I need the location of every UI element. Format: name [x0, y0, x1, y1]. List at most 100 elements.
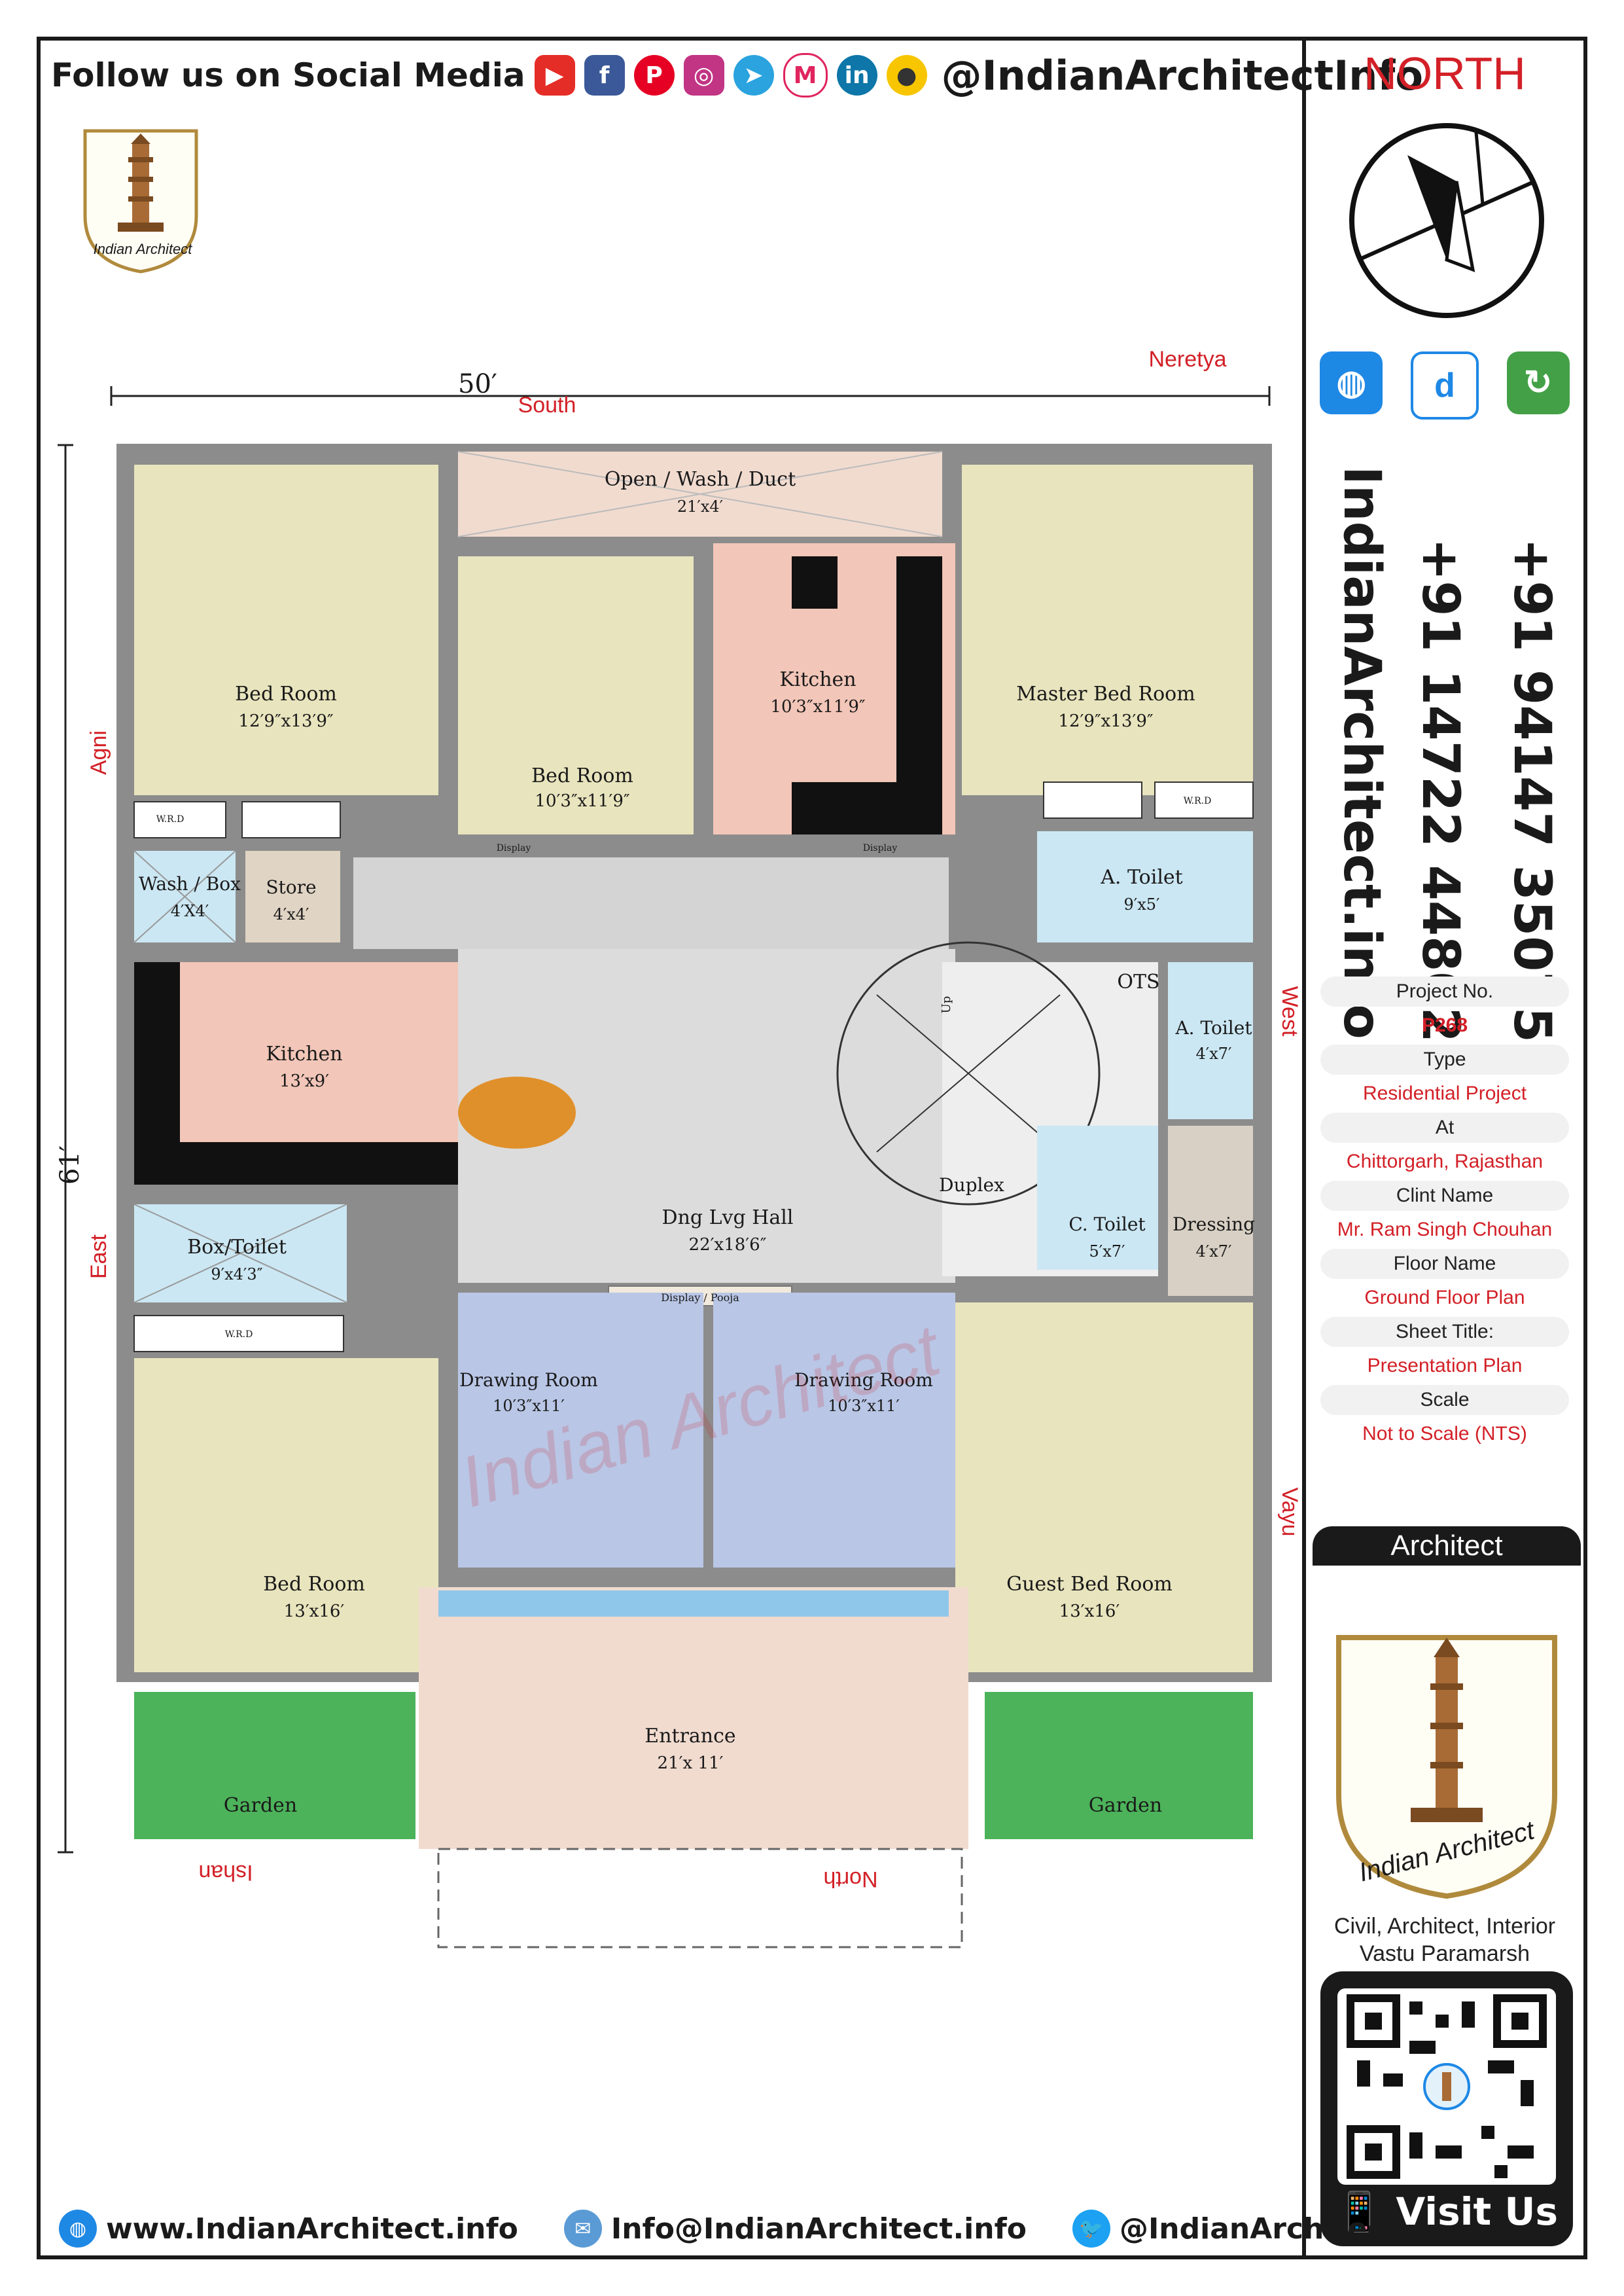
architect-badge [1336, 1635, 1557, 1899]
display-label: Display [863, 843, 898, 853]
room-drawing-left-size: 10′3″x11′ [493, 1397, 565, 1415]
kitchen-left [180, 962, 458, 1142]
footer-website[interactable]: ◍ www.IndianArchitect.info [59, 2210, 518, 2248]
room-bed-mid-size: 10′3″x11′9″ [535, 791, 629, 811]
client-value: Mr. Ram Singh Chouhan [1337, 1219, 1553, 1240]
room-a-toilet-top-size: 9′x5′ [1124, 895, 1160, 914]
room-entrance-name: Entrance [644, 1725, 735, 1748]
floor-plan: 50′ 61′ South Neretya Agni East West Vay… [55, 347, 1302, 1948]
footer-twitter-text: @IndianArchitec3 [1119, 2212, 1405, 2246]
spiral-stair [836, 941, 1101, 1206]
footer-email-text: Info@IndianArchitect.info [610, 2212, 1027, 2246]
instagram-icon[interactable]: ◎ [683, 55, 724, 96]
project-no-label: Project No. [1320, 977, 1569, 1007]
direction-agni: Agni [86, 730, 111, 775]
scale-label: Scale [1320, 1385, 1569, 1415]
room-wash-box-size: 4′X4′ [171, 902, 209, 920]
facebook-icon[interactable]: f [584, 55, 625, 96]
room-master-bed-name: Master Bed Room [1016, 683, 1195, 706]
master-bed-room [962, 465, 1253, 795]
garden-right [985, 1692, 1253, 1839]
koo-icon[interactable]: ● [886, 55, 927, 96]
footer-twitter[interactable]: 🐦 @IndianArchitec3 [1072, 2210, 1404, 2248]
direction-ishan: Ishan [198, 1860, 253, 1885]
room-ots-name: OTS [1117, 971, 1159, 994]
kitchen-counter [792, 556, 838, 609]
phone-2-vertical: +91 14722 44802 [1411, 538, 1470, 1043]
corridor [353, 857, 949, 949]
wrd-label: W.R.D [156, 814, 185, 825]
indian-architect-logo [83, 129, 198, 274]
mail-icon: ✉ [563, 2210, 602, 2248]
footer: ◍ www.IndianArchitect.info ✉ Info@Indian… [59, 2206, 1404, 2251]
qr-code[interactable] [1337, 1988, 1556, 2185]
type-label: Type [1320, 1045, 1569, 1075]
room-dressing-size: 4′x7′ [1196, 1242, 1232, 1261]
footer-website-text: www.IndianArchitect.info [106, 2212, 518, 2246]
floor-label: Floor Name [1320, 1249, 1569, 1279]
bed-room-nw [134, 465, 438, 795]
dining-table [458, 1077, 576, 1149]
tagline-line-1: Civil, Architect, Interior [1333, 1914, 1556, 1939]
direction-east: East [86, 1234, 111, 1279]
direction-neretya: Neretya [1148, 347, 1226, 372]
room-entrance-size: 21′x 11′ [658, 1753, 724, 1773]
footer-email[interactable]: ✉ Info@IndianArchitect.info [563, 2210, 1027, 2248]
room-box-toilet-name: Box/Toilet [187, 1236, 287, 1259]
follow-text: Follow us on Social Media [51, 56, 525, 94]
qr-code-card[interactable]: 📱 Visit Us [1320, 1971, 1573, 2246]
room-bed-nw-name: Bed Room [235, 683, 337, 706]
type-value: Residential Project [1362, 1083, 1527, 1104]
room-c-toilet-size: 5′x7′ [1089, 1242, 1125, 1261]
youtube-icon[interactable]: ▶ [534, 55, 575, 96]
reverse-app-icon[interactable]: ↻ [1506, 351, 1570, 414]
room-drawing-left-name: Drawing Room [459, 1369, 598, 1391]
at-label: At [1320, 1113, 1569, 1143]
dailyhunt-icon[interactable]: d [1410, 351, 1479, 420]
globe-icon: ◍ [59, 2210, 97, 2248]
room-a-toilet-right-size: 4′x7′ [1196, 1045, 1232, 1063]
room-drawing-right-name: Drawing Room [794, 1369, 933, 1391]
social-handle: @IndianArchitectInfo [941, 51, 1423, 99]
room-guest-bed-size: 13′x16′ [1059, 1602, 1120, 1621]
guest-bed-room [955, 1302, 1253, 1672]
pinterest-icon[interactable]: P [633, 55, 675, 96]
porch-outline [437, 1848, 963, 1948]
direction-south: South [518, 393, 576, 418]
room-guest-bed-name: Guest Bed Room [1006, 1573, 1173, 1596]
room-garden-left-name: Garden [224, 1794, 297, 1817]
room-open-wash-size: 21′x4′ [677, 497, 723, 516]
bed-room-mid [458, 556, 694, 834]
dressing [1168, 1126, 1253, 1296]
room-dng-lvg-size: 22′x18′6″ [689, 1235, 767, 1255]
architect-title: Architect [1313, 1526, 1581, 1566]
scale-value: Not to Scale (NTS) [1362, 1423, 1527, 1444]
display-pooja-label: Display / Pooja [661, 1291, 739, 1304]
entrance [419, 1587, 968, 1849]
room-bed-mid-name: Bed Room [531, 764, 633, 787]
visit-us-button[interactable]: 📱 Visit Us [1320, 2189, 1573, 2234]
north-title: NORTH [1364, 48, 1526, 99]
room-kitchen-top-size: 10′3″x11′9″ [770, 697, 865, 717]
phone-1-vertical: +91 94147 35075 [1502, 538, 1561, 1043]
room-kitchen-left-size: 13′x9′ [279, 1071, 329, 1091]
direction-north: North [823, 1867, 877, 1892]
height-label: 61′ [55, 1145, 85, 1185]
linkedin-icon[interactable]: in [836, 55, 877, 96]
room-box-toilet-size: 9′x4′3″ [211, 1265, 262, 1283]
direction-west: West [1277, 986, 1302, 1037]
social-header: Follow us on Social Media ▶ f P ◎ ➤ M in… [51, 46, 1423, 105]
room-bed-sw-name: Bed Room [263, 1573, 365, 1596]
room-master-bed-size: 12′9″x13′9″ [1058, 711, 1153, 731]
room-wash-box-name: Wash / Box [139, 873, 241, 895]
room-drawing-right-size: 10′3″x11′ [828, 1397, 900, 1415]
telegram-icon[interactable]: ➤ [733, 55, 774, 96]
globe-icon[interactable]: ◍ [1320, 351, 1383, 414]
room-a-toilet-right-name: A. Toilet [1174, 1017, 1252, 1039]
a-toilet-right [1168, 962, 1253, 1119]
room-kitchen-left-name: Kitchen [266, 1043, 342, 1066]
phone-icon: 📱 [1335, 2189, 1396, 2234]
room-a-toilet-top-name: A. Toilet [1100, 866, 1182, 889]
moj-icon[interactable]: M [783, 53, 828, 98]
store [245, 851, 340, 942]
